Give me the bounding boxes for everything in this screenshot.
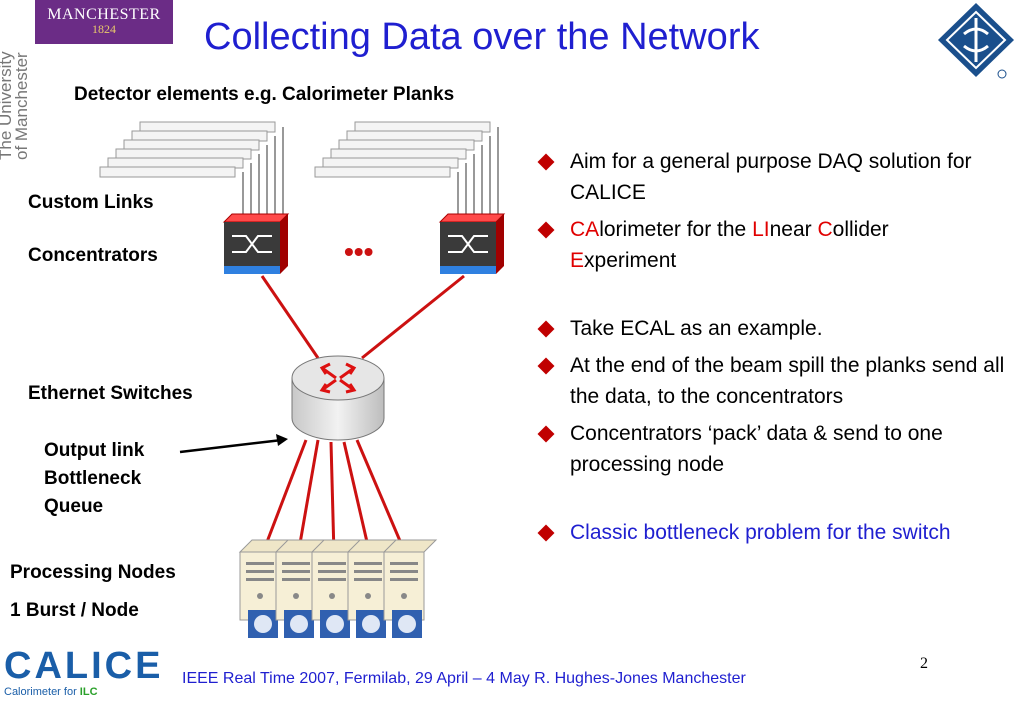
burst-per-node-label: 1 Burst / Node [10, 600, 139, 621]
bullet-text: At the end of the beam spill the planks … [570, 354, 1005, 408]
calice-acronym-e: E [570, 249, 585, 272]
calice-logo: CALICE Calorimeter for ILC [4, 645, 164, 706]
detector-label: Detector elements e.g. Calorimeter Plank… [74, 84, 455, 105]
bullet-text: Aim for a general purpose DAQ solution f… [570, 150, 972, 204]
bullet-text: lorimeter for the [599, 218, 753, 241]
bullet-item: Aim for a general purpose DAQ solution f… [536, 146, 1006, 208]
ieee-logo-icon [938, 3, 1014, 79]
calice-acronym-ca: CA [570, 218, 600, 241]
bullet-text: Take ECAL as an example. [570, 317, 823, 340]
concentrator-left-icon [222, 213, 290, 274]
bullet-item: Take ECAL as an example. [536, 313, 1006, 344]
processing-nodes-icon [238, 539, 438, 638]
logo-text: MANCHESTER [47, 6, 161, 23]
calice-sub-ilc: ILC [79, 686, 98, 698]
bottleneck-label: Bottleneck [44, 468, 142, 489]
page-title: Collecting Data over the Network [204, 16, 760, 58]
logo-year: 1824 [92, 22, 116, 36]
processing-nodes-label: Processing Nodes [10, 562, 176, 583]
university-logo: MANCHESTER 1824 [35, 0, 173, 44]
concentrator-right-icon [438, 213, 506, 274]
bullet-text: Concentrators ‘pack’ data & send to one … [570, 422, 943, 476]
bullet-text: ollider [832, 218, 889, 241]
network-diagram [99, 121, 506, 638]
diamond-bullet-icon [537, 524, 555, 542]
page-number: 2 [920, 655, 928, 672]
concentrators-label: Concentrators [28, 245, 158, 266]
calice-acronym-li: LI [752, 218, 770, 241]
bullet-list: Aim for a general purpose DAQ solution f… [536, 146, 1006, 548]
bullet-item: Concentrators ‘pack’ data & send to one … [536, 418, 1006, 480]
ellipsis: ••• [344, 236, 374, 267]
ethernet-switch-icon [291, 355, 385, 441]
calice-sub-text: Calorimeter for [4, 686, 80, 698]
bullet-text: Classic bottleneck problem for the switc… [570, 521, 951, 544]
queue-label: Queue [44, 496, 104, 517]
calice-acronym-c: C [817, 218, 833, 241]
bullet-text: xperiment [584, 249, 677, 272]
calice-logo-sub: Calorimeter for ILC [4, 686, 144, 698]
calorimeter-planks-right-icon [314, 121, 499, 220]
footer-text: IEEE Real Time 2007, Fermilab, 29 April … [182, 670, 746, 687]
ethernet-switches-label: Ethernet Switches [28, 383, 193, 404]
output-link-label: Output link [44, 440, 145, 461]
diamond-bullet-icon [537, 153, 555, 171]
calice-logo-word: CALICE [4, 645, 164, 687]
bullet-item: CAlorimeter for the LInear Collider Expe… [536, 214, 1006, 276]
diamond-bullet-icon [537, 425, 555, 443]
diamond-bullet-icon [537, 320, 555, 338]
custom-links-label: Custom Links [28, 192, 154, 213]
bullet-text: near [769, 218, 818, 241]
calorimeter-planks-left-icon [99, 121, 284, 220]
diamond-bullet-icon [537, 221, 555, 239]
bullet-item: Classic bottleneck problem for the switc… [536, 517, 1006, 548]
bullet-item: At the end of the beam spill the planks … [536, 350, 1006, 412]
diamond-bullet-icon [537, 357, 555, 375]
